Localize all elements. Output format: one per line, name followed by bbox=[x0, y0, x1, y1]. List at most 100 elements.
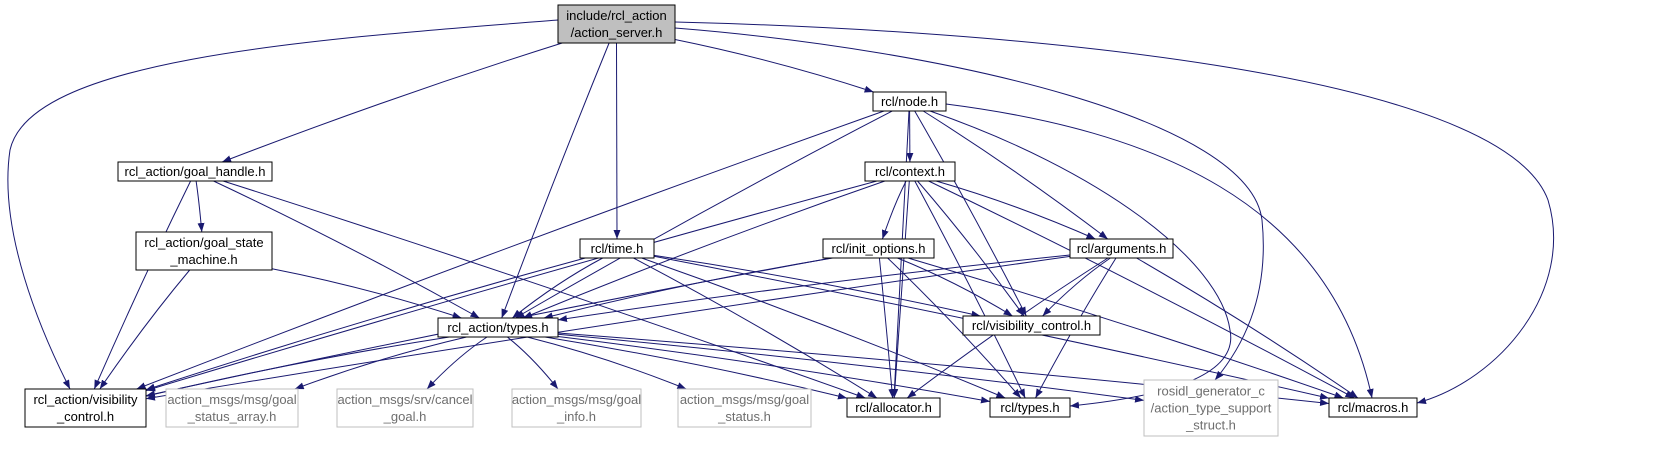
edge-root-to-time bbox=[613, 42, 621, 240]
node-label: rcl_action/types.h bbox=[447, 320, 548, 335]
node-box bbox=[135, 231, 273, 271]
node-box bbox=[165, 388, 299, 428]
node-box bbox=[864, 161, 956, 182]
node-init-options[interactable]: rcl/init_options.h bbox=[822, 238, 935, 259]
node-label: action_msgs/msg/goal bbox=[167, 392, 296, 407]
node-goal-state[interactable]: rcl_action/goal_state _machine.h bbox=[135, 231, 273, 271]
edge-root-to-node bbox=[674, 39, 874, 93]
node-allocator[interactable]: rcl/allocator.h bbox=[846, 397, 941, 418]
node-box bbox=[579, 238, 655, 259]
edge-time-to-types_action bbox=[511, 257, 603, 319]
node-box bbox=[1328, 397, 1418, 418]
node-goal-handle[interactable]: rcl_action/goal_handle.h bbox=[117, 161, 273, 182]
node-box bbox=[24, 388, 147, 428]
node-label: rcl/arguments.h bbox=[1077, 241, 1167, 256]
node-label: _goal.h bbox=[383, 409, 427, 424]
edge-context-to-types_rcl bbox=[914, 180, 1026, 399]
node-box bbox=[437, 317, 559, 338]
node-context[interactable]: rcl/context.h bbox=[864, 161, 956, 182]
edge-init_options-to-macros bbox=[907, 257, 1344, 399]
node-box bbox=[511, 388, 642, 428]
edge-root-to-goal_handle bbox=[221, 42, 563, 163]
edge-init_options-to-allocator bbox=[878, 257, 896, 399]
edge-arguments-to-types_action bbox=[557, 254, 1071, 323]
node-arguments[interactable]: rcl/arguments.h bbox=[1069, 238, 1174, 259]
node-label: action_msgs/srv/cancel bbox=[337, 392, 472, 407]
edge-goal_state-to-types_action bbox=[271, 268, 462, 319]
node-label: _status_array.h bbox=[187, 409, 277, 424]
nodes: include/rcl_action/action_server.h rcl/no… bbox=[24, 4, 1418, 437]
node-time[interactable]: rcl/time.h bbox=[579, 238, 655, 259]
node-label: include/rcl_action bbox=[566, 8, 666, 23]
node-box bbox=[846, 397, 941, 418]
edge-context-to-allocator bbox=[891, 180, 910, 399]
node-label: rcl/allocator.h bbox=[855, 400, 932, 415]
node-types-rcl[interactable]: rcl/types.h bbox=[989, 397, 1071, 418]
node-label: rcl/macros.h bbox=[1338, 400, 1409, 415]
edge-node-to-types_action bbox=[515, 110, 893, 319]
edge-time-to-visibility_rcl bbox=[653, 254, 981, 318]
edge-root-to-rosidl bbox=[674, 27, 1264, 381]
edge-goal_handle-to-goal_state bbox=[195, 180, 205, 233]
node-label: action_msgs/msg/goal bbox=[512, 392, 641, 407]
edge-context-to-arguments bbox=[935, 180, 1096, 240]
node-box bbox=[677, 388, 812, 428]
node-cancel-goal: action_msgs/srv/cancel _goal.h bbox=[336, 388, 474, 428]
edge-goal_handle-to-types_action bbox=[213, 180, 480, 319]
node-label: rcl_action/goal_state bbox=[144, 235, 263, 250]
edge-time-to-allocator bbox=[633, 257, 878, 399]
node-label: action_msgs/msg/goal bbox=[680, 392, 809, 407]
node-label: _machine.h bbox=[169, 252, 237, 267]
node-macros[interactable]: rcl/macros.h bbox=[1328, 397, 1418, 418]
edge-root-to-types_action bbox=[501, 42, 610, 319]
edge-root-to-macros bbox=[674, 21, 1554, 404]
node-box bbox=[962, 315, 1101, 336]
edge-context-to-visibility_action bbox=[145, 180, 878, 392]
node-label: rcl_action/goal_handle.h bbox=[125, 164, 266, 179]
node-rosidl: rosidl_generator_c/action_type_support_s… bbox=[1143, 379, 1279, 437]
node-label: rcl/time.h bbox=[591, 241, 644, 256]
node-types-action[interactable]: rcl_action/types.h bbox=[437, 317, 559, 338]
node-node[interactable]: rcl/node.h bbox=[872, 91, 947, 112]
edge-time-to-visibility_action bbox=[145, 257, 586, 391]
edge-types_action-to-goal_status_array bbox=[294, 336, 467, 390]
edge-context-to-visibility_rcl bbox=[917, 180, 1025, 317]
edge-context-to-types_action bbox=[522, 180, 886, 319]
edge-goal_handle-to-visibility_action bbox=[93, 180, 192, 390]
node-label: rcl/types.h bbox=[1000, 400, 1059, 415]
node-label: rcl/context.h bbox=[875, 164, 945, 179]
node-box bbox=[336, 388, 474, 428]
node-label: _struct.h bbox=[1185, 418, 1236, 433]
node-box bbox=[117, 161, 273, 182]
edge-goal_state-to-visibility_action bbox=[99, 269, 191, 390]
node-box bbox=[557, 4, 676, 44]
edge-types_action-to-goal_status bbox=[526, 336, 687, 390]
edge-time-to-types_rcl bbox=[641, 257, 1006, 399]
edge-types_action-to-cancel_goal bbox=[426, 336, 488, 390]
node-label: rcl/visibility_control.h bbox=[972, 318, 1091, 333]
node-root[interactable]: include/rcl_action/action_server.h bbox=[557, 4, 676, 44]
edge-init_options-to-visibility_rcl bbox=[897, 257, 1013, 317]
node-label: rcl/node.h bbox=[881, 94, 938, 109]
node-visibility-action[interactable]: rcl_action/visibility_control.h bbox=[24, 388, 147, 428]
node-goal-status: action_msgs/msg/goal _status.h bbox=[677, 388, 812, 428]
node-goal-status-array: action_msgs/msg/goal _status_array.h bbox=[165, 388, 299, 428]
edge-types_action-to-goal_info bbox=[506, 336, 559, 390]
node-box bbox=[1069, 238, 1174, 259]
node-label: rcl/init_options.h bbox=[832, 241, 926, 256]
node-label: rcl_action/visibility bbox=[33, 392, 138, 407]
node-box bbox=[989, 397, 1071, 418]
node-box bbox=[1143, 379, 1279, 437]
node-label: _status.h bbox=[717, 409, 771, 424]
edge-types_action-to-rosidl bbox=[557, 333, 1145, 403]
edge-arguments-to-visibility_action bbox=[145, 255, 1071, 401]
node-label: _info.h bbox=[556, 409, 596, 424]
edge-types_action-to-types_rcl bbox=[557, 336, 991, 404]
edge-types_action-to-visibility_action bbox=[145, 336, 450, 398]
edge-arguments-to-macros bbox=[1136, 257, 1359, 399]
edge-node-to-arguments bbox=[922, 110, 1109, 240]
node-visibility-rcl[interactable]: rcl/visibility_control.h bbox=[962, 315, 1101, 336]
node-label: rosidl_generator_c bbox=[1157, 384, 1265, 399]
edge-root-to-visibility_action bbox=[7, 19, 559, 390]
